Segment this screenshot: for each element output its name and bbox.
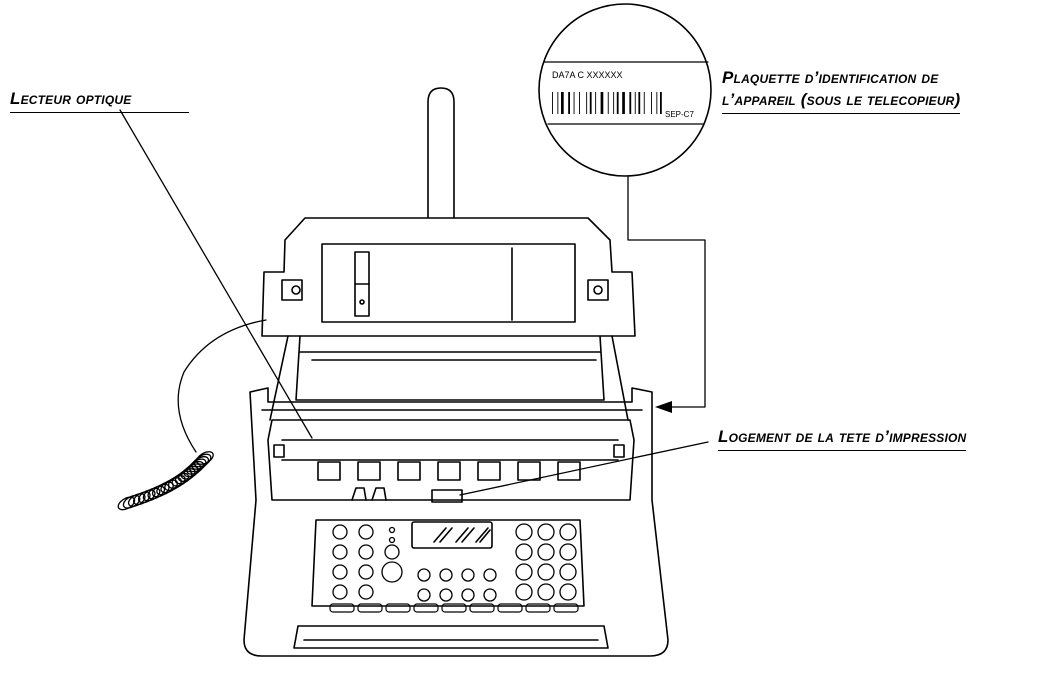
panel-button — [461, 568, 475, 582]
barcode-bar — [616, 92, 619, 114]
label-print-head-text: Logement de la tete d’impression — [718, 427, 967, 446]
open-lid — [261, 217, 636, 337]
panel-button — [358, 584, 374, 600]
id-plate-barcode — [552, 92, 662, 114]
paper-support — [427, 87, 455, 219]
function-key — [413, 603, 439, 613]
panel-button — [417, 568, 431, 582]
barcode-bar — [643, 92, 645, 114]
cord-coil-loop — [117, 496, 136, 511]
barcode-bar — [552, 92, 553, 114]
barcode-bar — [561, 92, 564, 114]
panel-button — [332, 524, 348, 540]
barcode-bar — [613, 92, 615, 114]
led-indicator — [388, 526, 396, 534]
paper-output-slot — [293, 625, 609, 649]
function-keys — [329, 603, 579, 613]
feed-roller — [397, 461, 421, 481]
function-key — [553, 603, 579, 613]
handset-cord — [117, 319, 267, 511]
keypad-key — [559, 543, 577, 561]
barcode-bar — [557, 92, 559, 114]
panel-button — [461, 588, 475, 602]
feed-roller — [357, 461, 381, 481]
panel-button — [483, 588, 497, 602]
cord-coil-loop — [127, 493, 146, 507]
panel-button — [358, 524, 374, 540]
panel-button — [332, 544, 348, 560]
feed-roller — [517, 461, 541, 481]
panel-button — [384, 544, 400, 560]
barcode-bar — [656, 92, 658, 114]
feed-rollers — [317, 461, 581, 481]
label-optical-reader: Lecteur optique — [10, 88, 190, 113]
panel-button — [358, 564, 374, 580]
keypad-key — [515, 583, 533, 601]
fax-body — [243, 387, 669, 657]
barcode-bar — [629, 92, 632, 114]
keypad-key — [537, 563, 555, 581]
id-plate-magnifier: DA7A C XXXXXX SEP-C7 — [538, 3, 712, 177]
label-optical-reader-text: Lecteur optique — [10, 89, 132, 108]
keypad-key — [537, 543, 555, 561]
panel-button — [417, 588, 431, 602]
barcode-bar — [600, 92, 604, 114]
feed-roller — [437, 461, 461, 481]
panel-button — [439, 568, 453, 582]
barcode-bar — [607, 92, 609, 114]
feed-roller — [477, 461, 501, 481]
keypad-key — [559, 583, 577, 601]
function-key — [525, 603, 551, 613]
keypad-key — [559, 523, 577, 541]
keypad-key — [537, 583, 555, 601]
barcode-bar — [573, 92, 575, 114]
feed-roller — [557, 461, 581, 481]
function-key — [497, 603, 523, 613]
optical-reader-leader — [119, 109, 313, 439]
barcode-bar — [595, 92, 597, 114]
keypad-key — [559, 563, 577, 581]
lid-hinge-frame — [269, 335, 629, 421]
display-window — [411, 521, 493, 549]
led-indicator — [388, 536, 396, 544]
panel-button — [358, 544, 374, 560]
barcode-bar — [622, 92, 625, 114]
feed-roller — [317, 461, 341, 481]
function-key — [441, 603, 467, 613]
panel-button — [483, 568, 497, 582]
keypad-key — [515, 523, 533, 541]
function-key — [329, 603, 355, 613]
keypad-key — [537, 523, 555, 541]
barcode-bar — [589, 92, 592, 114]
function-key — [385, 603, 411, 613]
barcode-bar — [568, 92, 570, 114]
cord-coil-loop — [122, 494, 141, 509]
print-head-leader — [459, 441, 709, 496]
panel-button — [381, 561, 403, 583]
panel-button — [439, 588, 453, 602]
label-id-plate: Plaquette d’identification de l’appareil… — [722, 67, 961, 114]
barcode-bar — [586, 92, 588, 114]
panel-button — [332, 584, 348, 600]
barcode-bar — [638, 92, 641, 114]
function-key — [469, 603, 495, 613]
id-plate-leader — [627, 176, 706, 413]
id-plate-model-code: DA7A C XXXXXX — [552, 70, 623, 80]
label-id-plate-line2: l’appareil (sous le telecopieur) — [722, 89, 961, 114]
barcode-bar — [634, 92, 636, 114]
barcode-bar — [660, 92, 662, 114]
barcode-bar — [579, 92, 580, 114]
control-panel — [311, 519, 585, 613]
function-key — [357, 603, 383, 613]
barcode-bar — [651, 92, 652, 114]
keypad-key — [515, 543, 533, 561]
id-plate-serial-tag: SEP-C7 — [665, 110, 694, 119]
label-print-head: Logement de la tete d’impression — [718, 426, 967, 451]
keypad-key — [515, 563, 533, 581]
label-id-plate-line1: Plaquette d’identification de — [722, 68, 939, 87]
panel-button — [332, 564, 348, 580]
keypad-buttons — [332, 523, 577, 602]
